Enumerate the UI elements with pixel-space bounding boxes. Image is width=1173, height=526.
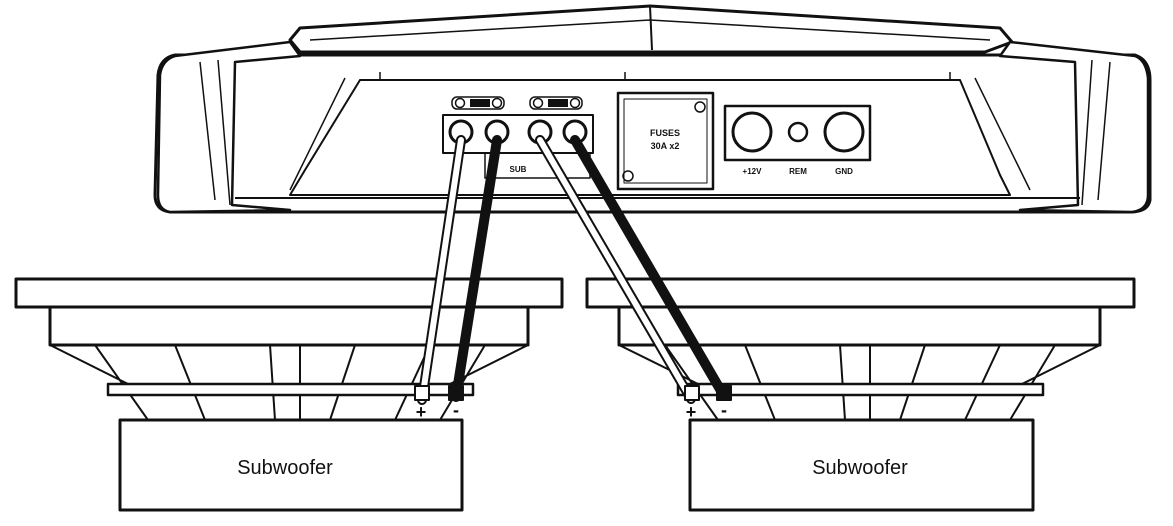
fuse-label-line2: 30A x2 xyxy=(651,141,680,151)
polarity-plus-marker xyxy=(454,97,466,109)
terminal-gnd-label: GND xyxy=(835,167,853,176)
fuse-label-line1: FUSES xyxy=(650,128,680,138)
wires xyxy=(417,135,729,405)
amplifier-right-cap xyxy=(998,40,1150,214)
subwoofer-right-plus-sign: + xyxy=(686,402,697,422)
terminal-rem[interactable] xyxy=(787,121,809,143)
amplifier xyxy=(153,4,1152,214)
subwoofer-right-magnet xyxy=(688,418,1035,512)
terminal-gnd[interactable] xyxy=(823,111,865,153)
subwoofer-left-frame xyxy=(14,277,564,309)
subwoofer-right-label: Subwoofer xyxy=(812,457,908,479)
subwoofer-right-plus-lug xyxy=(684,385,700,401)
wire-right-negative xyxy=(570,135,729,401)
subwoofer-right-basket-top xyxy=(617,305,1102,347)
subwoofer-right-minus-lug xyxy=(716,385,732,401)
speaker-lugs xyxy=(414,385,732,401)
subwoofer-left-magnet xyxy=(118,418,464,512)
power-terminal-block xyxy=(723,104,872,162)
terminal-12v[interactable] xyxy=(731,111,773,153)
subwoofer-left-basket-top xyxy=(48,305,530,347)
wire-left-negative xyxy=(451,135,502,402)
subwoofer-left-plate xyxy=(106,382,475,397)
terminal-12v-label: +12V xyxy=(743,167,763,176)
fuse-box xyxy=(616,91,715,191)
subwoofer-right xyxy=(585,277,1136,512)
subwoofer-right-minus-sign: - xyxy=(721,400,727,420)
polarity-minus-marker xyxy=(491,97,503,109)
subwoofer-left-plus-lug xyxy=(414,385,430,401)
subwoofer-right-plate xyxy=(676,382,1045,397)
subwoofer-right-basket xyxy=(618,344,1101,421)
terminal-rem-label: REM xyxy=(789,167,807,176)
speaker-terminal-block xyxy=(442,114,594,179)
subwoofer-left-minus-sign: - xyxy=(453,400,459,420)
sub-label: SUB xyxy=(510,165,527,174)
subwoofer-left-plus-sign: + xyxy=(416,402,427,422)
subwoofer-left-minus-lug xyxy=(448,385,464,401)
amplifier-left-cap xyxy=(156,40,302,214)
speaker-terminal-polarity-markers xyxy=(451,96,583,110)
subwoofer-left-label: Subwoofer xyxy=(237,457,333,479)
